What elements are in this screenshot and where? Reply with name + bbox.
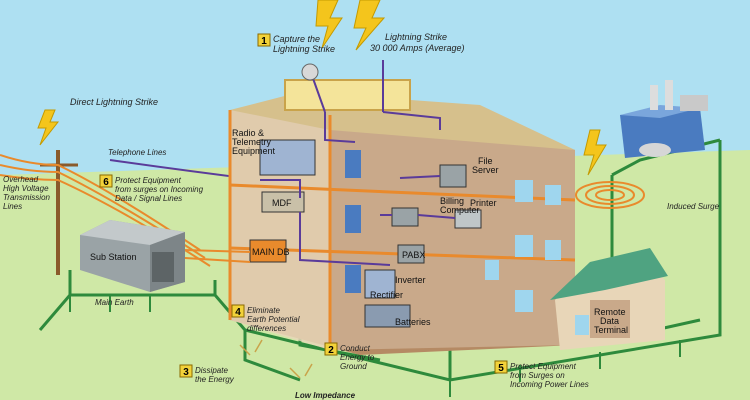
capture-text: Lightning Strike bbox=[273, 44, 335, 54]
telephone-label: Telephone Lines bbox=[108, 148, 166, 157]
conduct-text: Conduct bbox=[340, 344, 371, 353]
lightning-bolts bbox=[37, 0, 607, 176]
step-badge bbox=[324, 342, 338, 356]
remote-terminal-label: Terminal bbox=[594, 325, 628, 335]
batteries-label: Batteries bbox=[395, 317, 431, 327]
step-badge bbox=[179, 364, 193, 378]
step-number: 4 bbox=[235, 307, 241, 318]
rectifier-label: Rectifier bbox=[370, 290, 403, 300]
step-number: 5 bbox=[498, 363, 504, 374]
billing-label: Billing bbox=[440, 196, 464, 206]
dissipate-text: Dissipate bbox=[195, 366, 228, 375]
mains-db-label: MAIN DB bbox=[252, 247, 290, 257]
step-badge bbox=[231, 304, 245, 318]
protect-power-text: Protect Equipment bbox=[510, 362, 577, 371]
radio-label: Equipment bbox=[232, 146, 276, 156]
overhead-label: Overhead bbox=[3, 175, 39, 184]
power-feed bbox=[184, 249, 251, 263]
step-number: 2 bbox=[328, 345, 334, 356]
remote-terminal-label: Data bbox=[600, 316, 619, 326]
protect-data-text: from surges on Incoming bbox=[115, 185, 204, 194]
billing-label: Computer bbox=[440, 205, 480, 215]
overhead-label: Lines bbox=[3, 202, 22, 211]
conduct-text: Ground bbox=[340, 362, 367, 371]
eliminate-text: Eliminate bbox=[247, 306, 280, 315]
capture-text: Capture the bbox=[273, 34, 320, 44]
protect-power-text: from Surges on bbox=[510, 371, 565, 380]
overhead-label: Transmission bbox=[3, 193, 51, 202]
eliminate-text: Earth Potential bbox=[247, 315, 300, 324]
lightning-bolt-left bbox=[315, 0, 343, 49]
substation bbox=[80, 220, 185, 292]
step-number: 1 bbox=[261, 36, 267, 47]
inverter-label: Inverter bbox=[395, 275, 426, 285]
direct-strike-label: Direct Lightning Strike bbox=[70, 97, 158, 107]
file-server-label: File bbox=[478, 156, 493, 166]
lightning-bolt-direct bbox=[37, 109, 60, 146]
substation-label: Sub Station bbox=[90, 252, 137, 262]
protect-power-text: Incoming Power Lines bbox=[510, 380, 589, 389]
conduct-text: Energy to bbox=[340, 353, 375, 362]
factory bbox=[620, 80, 708, 158]
step-number: 6 bbox=[103, 177, 109, 188]
mdf-label: MDF bbox=[272, 198, 292, 208]
file-server-label: Server bbox=[472, 165, 499, 175]
induced-surge-label: Induced Surge bbox=[667, 202, 720, 211]
remote-terminal-label: Remote bbox=[594, 307, 626, 317]
step-number: 3 bbox=[183, 367, 189, 378]
dissipate-text: the Energy bbox=[195, 375, 235, 384]
remote-house bbox=[550, 248, 668, 350]
discharge-sparks bbox=[239, 339, 313, 379]
low-impedance-label: Low Impedance bbox=[295, 391, 356, 400]
induced-surge-rings bbox=[575, 181, 645, 209]
overhead-label: High Voltage bbox=[3, 184, 49, 193]
strike-text: Lightning Strike bbox=[385, 32, 447, 42]
step-badge bbox=[494, 360, 508, 374]
lightning-bolt-induced bbox=[583, 129, 607, 176]
pabx-label: PABX bbox=[402, 250, 425, 260]
protect-data-text: Protect Equipment bbox=[115, 176, 182, 185]
strike-text: 30 000 Amps (Average) bbox=[370, 43, 465, 53]
step-badge bbox=[99, 174, 113, 188]
main-earth-label: Main Earth bbox=[95, 298, 134, 307]
equipment bbox=[249, 139, 482, 328]
protect-data-text: Data / Signal Lines bbox=[115, 194, 182, 203]
eliminate-text: differences bbox=[247, 324, 286, 333]
radio-label: Telemetry bbox=[232, 137, 272, 147]
lightning-bolt-right bbox=[353, 0, 386, 51]
radio-label: Radio & bbox=[232, 128, 264, 138]
step-badge bbox=[257, 33, 271, 47]
internal-data-wiring bbox=[260, 175, 456, 266]
satellite-dish bbox=[301, 63, 319, 81]
printer-label: Printer bbox=[470, 198, 497, 208]
